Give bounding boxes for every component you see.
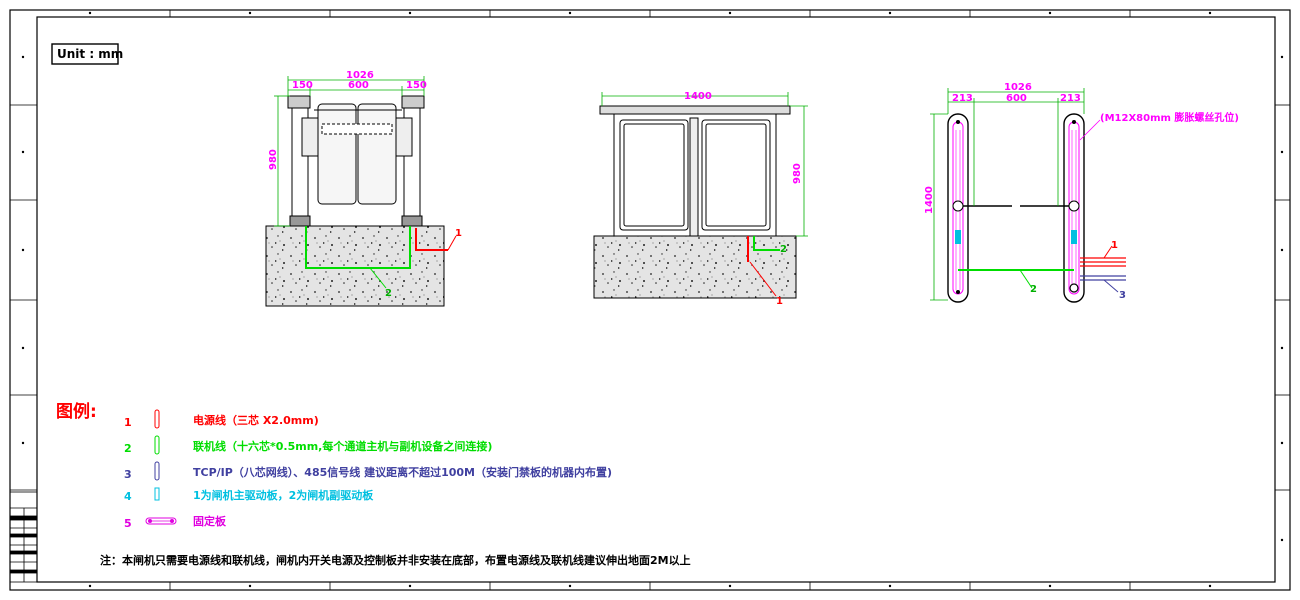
legend: 图例: 1 电源线（三芯 X2.0mm) 2 联机线（十六芯*0.5mm,每个通…: [56, 401, 612, 530]
install-note: 注：本闸机只需要电源线和联机线，闸机内开关电源及控制板并非安装在底部，布置电源线…: [100, 553, 691, 567]
drawing-frame: [9, 9, 1291, 591]
legend-text-2: 联机线（十六芯*0.5mm,每个通道主机与副机设备之间连接): [193, 439, 492, 453]
side-foundation: [593, 235, 797, 299]
top-link-label: 2: [1030, 284, 1037, 295]
front-dim-right: 150: [406, 80, 427, 91]
legend-num-4: 4: [124, 490, 132, 503]
top-network-label: 3: [1119, 290, 1126, 301]
front-left-post: [291, 95, 309, 227]
top-dim-length: 1400: [924, 186, 935, 214]
front-right-post: [403, 95, 421, 227]
top-right-cabinet: [1063, 113, 1085, 303]
front-link-wire: [305, 226, 411, 269]
link-wire-icon: [154, 435, 160, 455]
legend-text-3: TCP/IP（八芯网线）、485信号线 建议距离不超过100M（安装门禁板的机器…: [193, 465, 612, 479]
top-dim-right: 213: [1060, 93, 1081, 104]
legend-num-5: 5: [124, 517, 132, 530]
front-power-label: 1: [455, 228, 462, 239]
legend-title: 图例:: [56, 401, 97, 422]
legend-num-1: 1: [124, 416, 132, 429]
legend-text-5: 固定板: [193, 514, 227, 528]
front-dim-height: 980: [268, 149, 279, 170]
legend-num-3: 3: [124, 468, 132, 481]
top-dim-left: 213: [952, 93, 973, 104]
top-power-label: 1: [1111, 240, 1118, 251]
top-network-wires: [1080, 275, 1126, 281]
side-link-label: 2: [780, 244, 787, 255]
legend-text-4: 1为闸机主驱动板，2为闸机副驱动板: [193, 488, 374, 502]
driver-board-icon: [154, 487, 160, 501]
top-anchor-note: (M12X80mm 膨胀螺丝孔位): [1100, 111, 1239, 124]
side-dim-height: 980: [792, 163, 803, 184]
front-dim-left: 150: [292, 80, 313, 91]
front-link-label: 2: [385, 288, 392, 299]
front-dim-total: 1026: [346, 70, 374, 81]
unit-label: Unit : mm: [57, 47, 123, 61]
front-dim-center: 600: [348, 80, 369, 91]
side-dim-length: 1400: [684, 91, 712, 102]
unit-box: Unit : mm: [51, 43, 123, 65]
power-wire-icon: [154, 409, 160, 429]
top-dim-total: 1026: [1004, 82, 1032, 93]
front-view: 1 2 1026 150 600 150 980: [265, 70, 462, 307]
side-view: 1 2 1400 980: [593, 91, 808, 307]
side-top-cover: [599, 105, 791, 115]
legend-num-2: 2: [124, 442, 132, 455]
top-dim-center: 600: [1006, 93, 1027, 104]
network-wire-icon: [154, 461, 160, 481]
top-view: 1 2 3 (M12X80mm 膨胀螺丝孔位) 1026 213 600 213…: [924, 82, 1239, 303]
top-left-cabinet: [947, 113, 969, 303]
front-foundation: [265, 225, 445, 307]
fixing-plate-icon: [145, 517, 177, 525]
side-link-wire: [753, 236, 780, 251]
front-power-wire: [415, 228, 448, 251]
legend-text-1: 电源线（三芯 X2.0mm): [193, 413, 319, 427]
top-power-wires: [1080, 257, 1126, 267]
title-block: [9, 491, 38, 583]
side-power-label: 1: [776, 296, 783, 307]
